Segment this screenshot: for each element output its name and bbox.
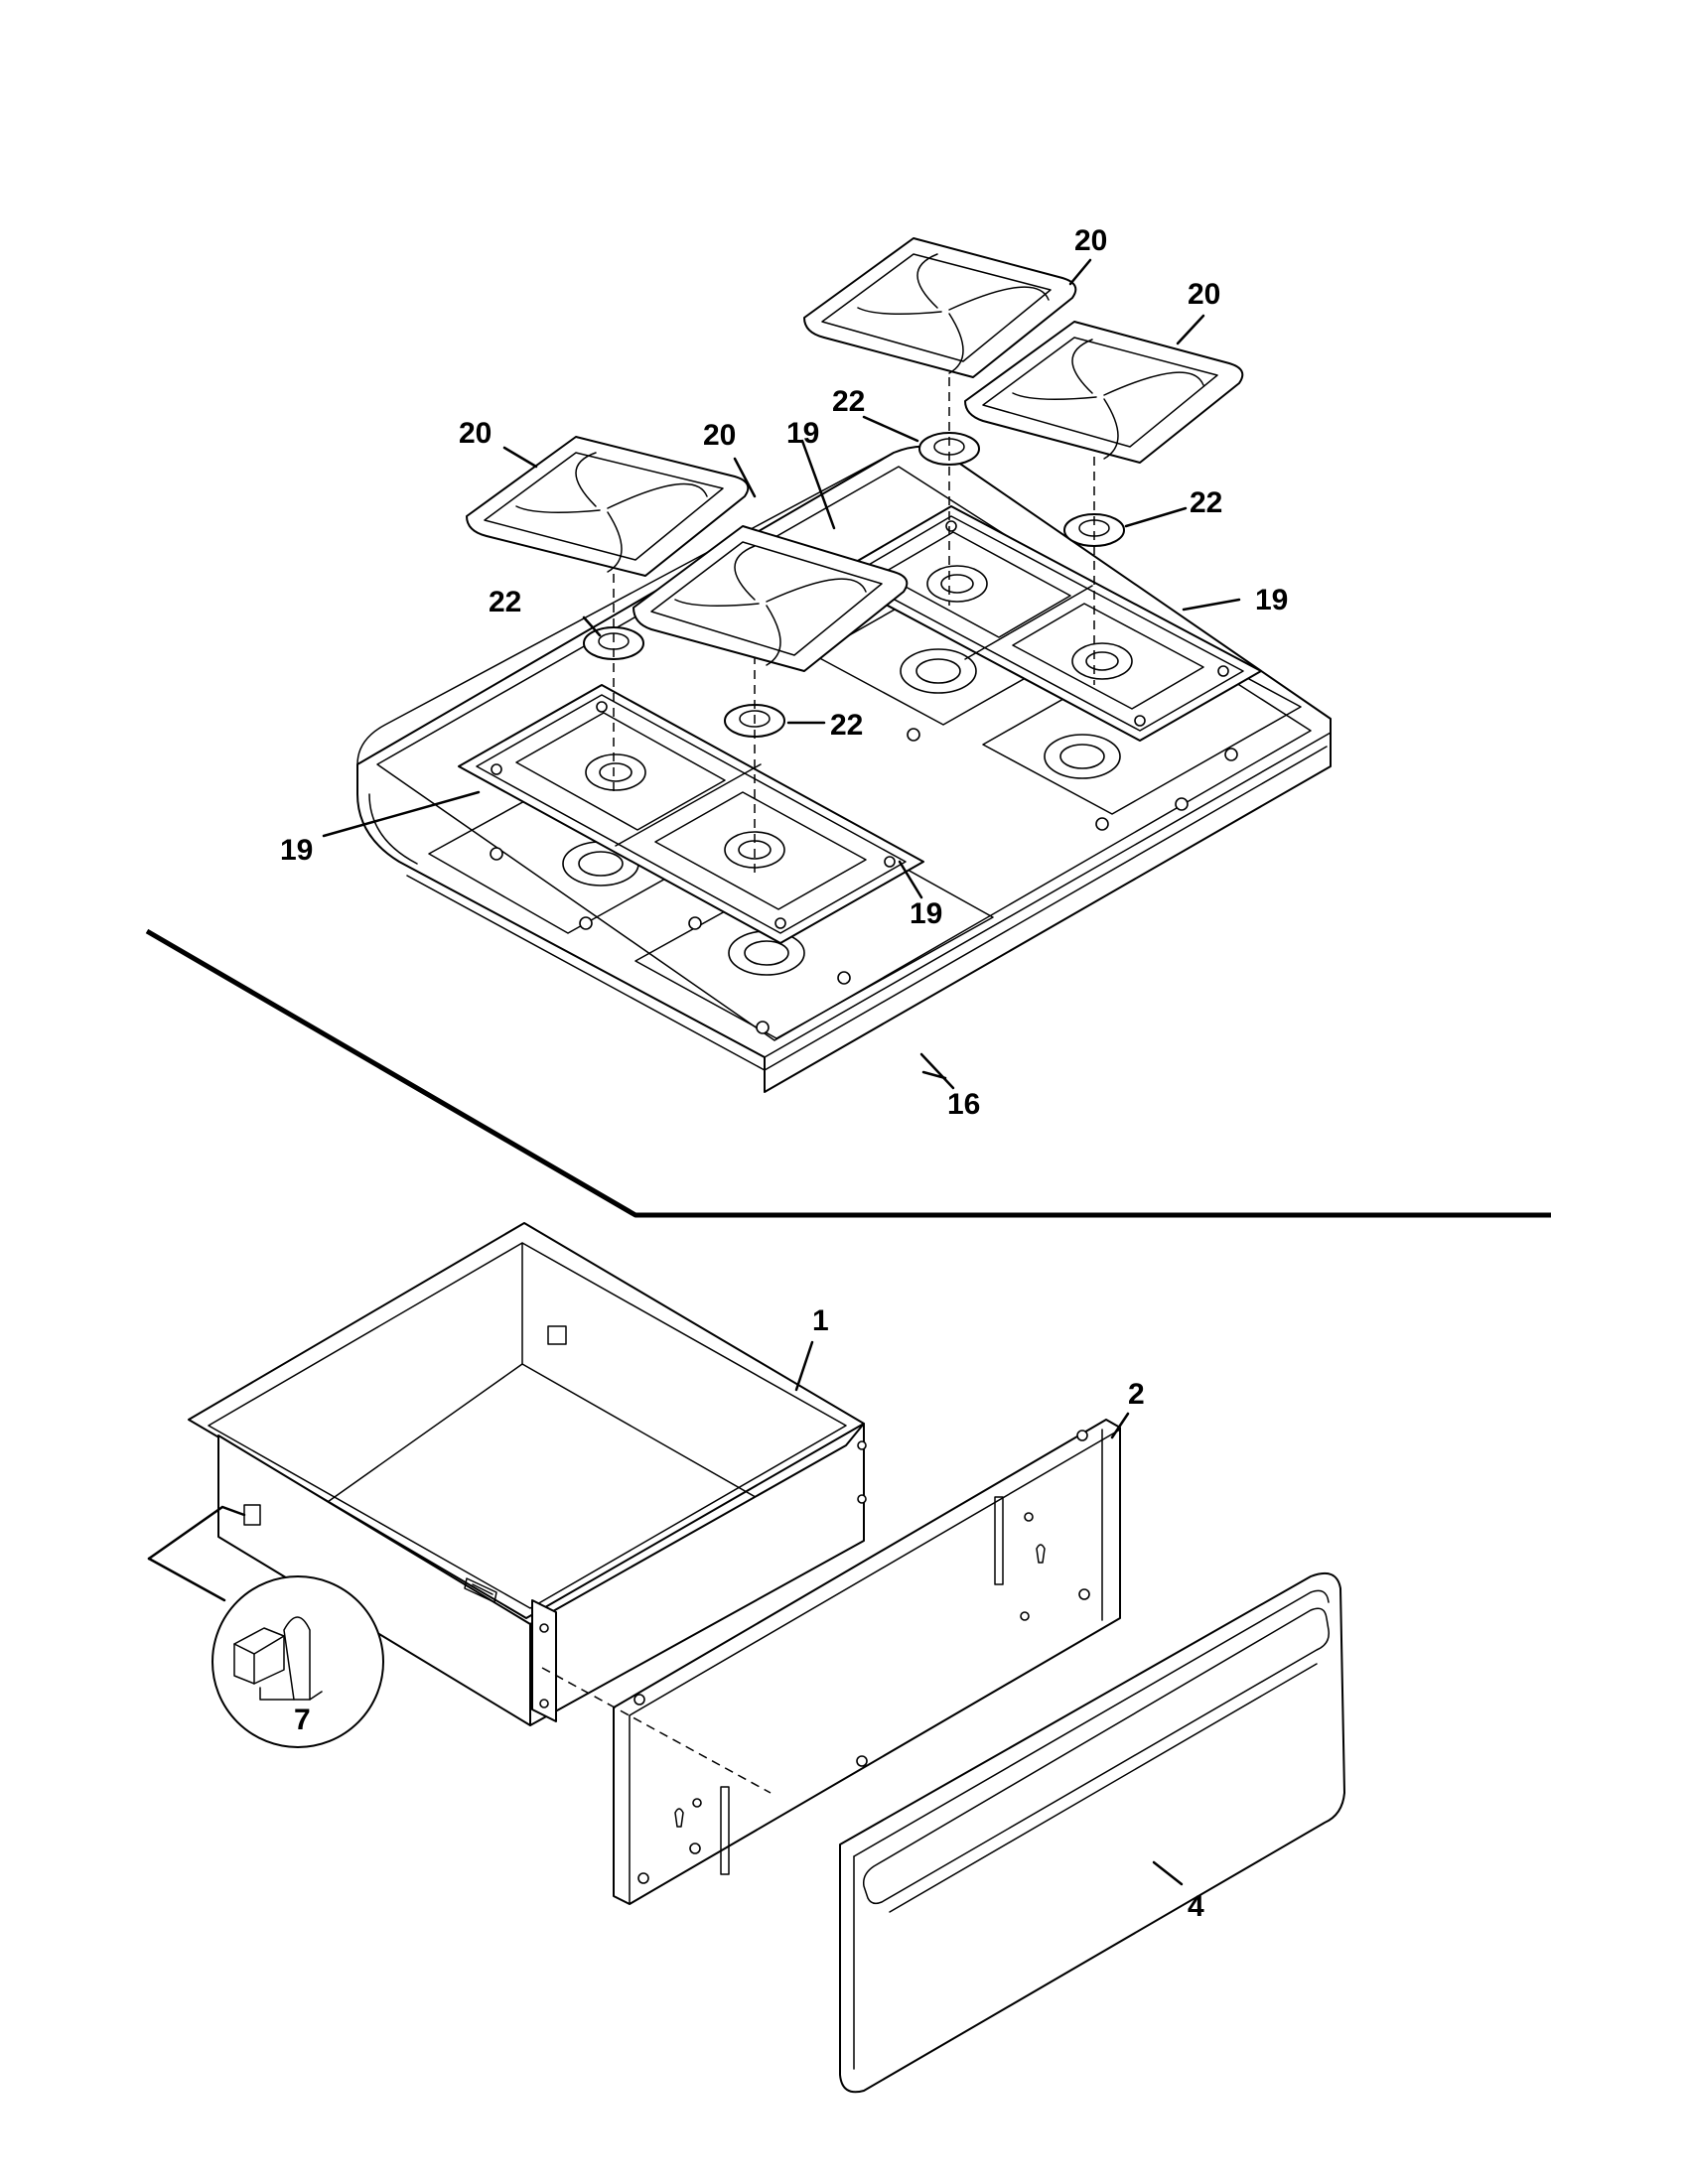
drawer [188,1222,867,1726]
callout-grate-1: 20 [459,417,492,450]
callout-cooktop: 16 [947,1088,980,1121]
callout-burner-cap-2: 22 [1190,486,1222,519]
drawer-handle-panel [839,1572,1345,2094]
grate-rear-left [803,237,1077,378]
callout-grate-2: 20 [703,419,736,452]
callout-grate-4: 20 [1188,278,1220,311]
drawer-glide-detail [211,1575,384,1748]
callout-drawer-handle-panel: 4 [1188,1890,1204,1923]
callout-burner-cap-3: 22 [489,586,521,618]
leader-lines [147,258,1241,1886]
callout-drawer: 1 [812,1304,829,1337]
section-divider [145,928,1551,1218]
grate-rear-right [964,321,1244,464]
callout-grate-3: 20 [1074,224,1107,257]
callout-drawer-glide: 7 [294,1704,311,1736]
callout-drawer-front-panel: 2 [1128,1378,1145,1411]
callout-burner-grate-pan-1: 19 [786,417,819,450]
callout-burner-cap-4: 22 [830,709,863,742]
callout-burner-grate-pan-4: 19 [910,897,942,930]
grate-front-left [466,436,750,577]
callout-burner-grate-pan-3: 19 [280,834,313,867]
grate-front-right [633,525,909,672]
drawer-front-panel [613,1419,1121,1905]
burner-grate-pan-rear [831,505,1262,742]
callout-burner-grate-pan-2: 19 [1255,584,1288,616]
callout-burner-cap-1: 22 [832,385,865,418]
